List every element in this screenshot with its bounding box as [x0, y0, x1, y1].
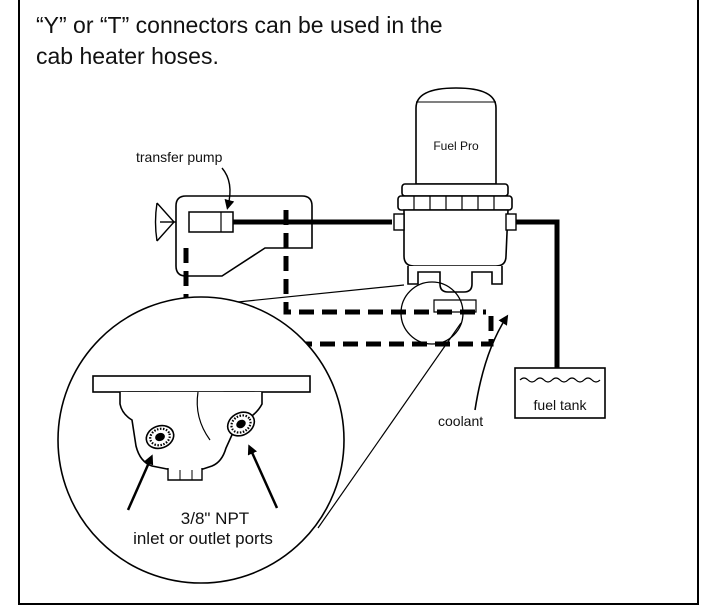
heading-line-1: “Y” or “T” connectors can be used in the — [36, 12, 443, 38]
diagram-frame — [18, 0, 699, 605]
fuel-pro-label: Fuel Pro — [433, 139, 479, 153]
transfer-pump — [188, 211, 234, 233]
fuel-pro-filter — [393, 87, 517, 293]
coolant-line-outer — [183, 248, 494, 347]
magnify-line-top — [217, 284, 405, 305]
port-left — [145, 424, 175, 450]
diagram-heading: “Y” or “T” connectors can be used in the… — [36, 10, 556, 72]
fuel-tank — [514, 367, 606, 419]
heading-line-2: cab heater hoses. — [36, 43, 219, 69]
port-left-arrow — [126, 454, 154, 511]
coolant-line-inner — [283, 210, 486, 315]
coolant-arrow — [474, 314, 509, 411]
transfer-pump-label: transfer pump — [136, 149, 223, 165]
port-size-label: 3/8" NPT — [181, 509, 249, 528]
fuel-tank-wave-icon — [519, 377, 601, 383]
fuel-tank-label: fuel tank — [534, 397, 588, 413]
engine-fan-icon — [154, 202, 176, 242]
port-right-arrow — [247, 444, 279, 509]
fuel-line-filter-to-tank — [508, 219, 560, 368]
transfer-pump-arrow — [221, 167, 235, 210]
magnify-line-bottom — [317, 322, 462, 529]
coolant-label: coolant — [438, 413, 483, 429]
port-desc-label: inlet or outlet ports — [133, 529, 273, 548]
detail-circle-small — [400, 281, 464, 345]
port-right — [226, 411, 256, 437]
magnified-ports — [92, 375, 311, 481]
engine-block — [175, 195, 313, 277]
